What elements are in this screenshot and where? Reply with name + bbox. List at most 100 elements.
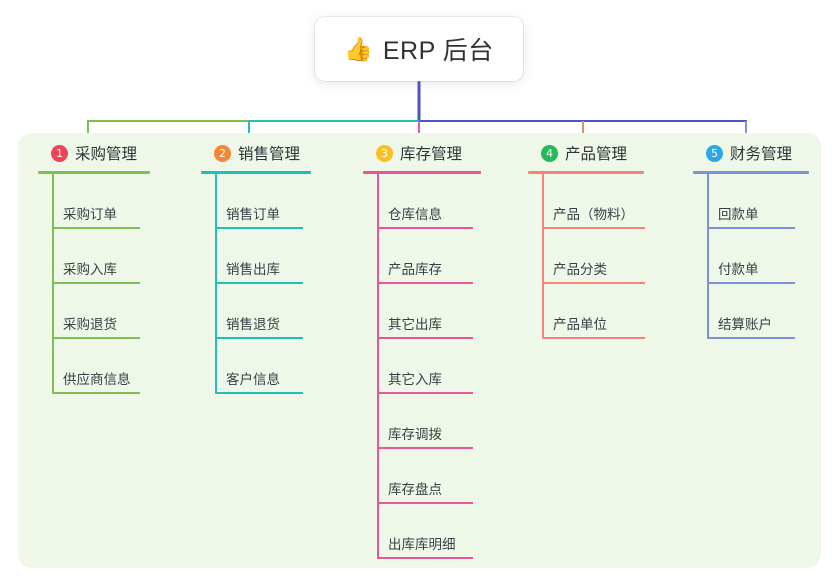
- leaf-node-rule: [377, 557, 473, 559]
- column-2: 2 销售管理销售订单销售出库销售退货客户信息: [196, 140, 311, 394]
- column-title: 产品管理: [565, 146, 628, 163]
- leaf-node-label: 库存调拨: [388, 427, 442, 442]
- column-header-rule: [201, 171, 311, 174]
- leaf-node[interactable]: 付款单: [688, 229, 809, 284]
- leaf-node-label: 销售退货: [226, 317, 280, 332]
- column-header-2[interactable]: 2 销售管理: [196, 140, 311, 166]
- column-header-rule: [528, 171, 644, 174]
- column-items: 销售订单销售出库销售退货客户信息: [196, 174, 311, 394]
- leaf-node-rule: [215, 227, 303, 229]
- leaf-node-rule: [52, 282, 140, 284]
- leaf-node-label: 采购入库: [63, 262, 117, 277]
- leaf-node[interactable]: 其它入库: [358, 339, 481, 394]
- column-spine: [707, 174, 709, 339]
- column-title: 库存管理: [400, 146, 463, 163]
- column-items: 产品（物料） 产品分类产品单位: [523, 174, 645, 339]
- column-spine: [542, 174, 544, 339]
- leaf-node-rule: [542, 227, 645, 229]
- content-panel: [18, 133, 821, 568]
- column-badge-icon: 1: [51, 144, 68, 162]
- leaf-node-rule: [377, 227, 473, 229]
- column-4: 4 产品管理产品（物料） 产品分类产品单位: [523, 140, 645, 339]
- leaf-node-rule: [377, 392, 473, 394]
- leaf-node-label: 付款单: [718, 262, 759, 277]
- leaf-node-rule: [542, 337, 645, 339]
- root-title: ERP 后台: [382, 37, 494, 65]
- leaf-node-rule: [52, 337, 140, 339]
- column-header-rule: [693, 171, 809, 174]
- leaf-node[interactable]: 产品分类: [523, 229, 645, 284]
- leaf-node-rule: [377, 337, 473, 339]
- leaf-node[interactable]: 其它出库: [358, 284, 481, 339]
- column-1: 1 采购管理采购订单采购入库采购退货供应商信息: [33, 140, 150, 394]
- column-badge-icon: 4: [541, 144, 558, 162]
- column-spine: [52, 174, 54, 394]
- leaf-node-rule: [215, 282, 303, 284]
- thumbs-up-icon: 👍: [344, 35, 373, 62]
- column-items: 仓库信息产品库存其它出库其它入库库存调拨库存盘点出库库明细: [358, 174, 481, 559]
- leaf-node-label: 结算账户: [718, 317, 772, 332]
- leaf-node-rule: [707, 337, 795, 339]
- leaf-node[interactable]: 供应商信息: [33, 339, 150, 394]
- leaf-node-label: 销售出库: [226, 262, 280, 277]
- leaf-node[interactable]: 采购订单: [33, 174, 150, 229]
- leaf-node-rule: [707, 227, 795, 229]
- column-header-rule: [38, 171, 150, 174]
- leaf-node[interactable]: 库存调拨: [358, 394, 481, 449]
- leaf-node[interactable]: 出库库明细: [358, 504, 481, 559]
- leaf-node[interactable]: 回款单: [688, 174, 809, 229]
- column-title: 销售管理: [238, 146, 301, 163]
- leaf-node-label: 采购订单: [63, 207, 117, 222]
- column-header-4[interactable]: 4 产品管理: [523, 140, 644, 166]
- column-items: 采购订单采购入库采购退货供应商信息: [33, 174, 150, 394]
- leaf-node-label: 产品单位: [553, 317, 607, 332]
- leaf-node-label: 产品库存: [388, 262, 442, 277]
- leaf-node-label: 回款单: [718, 207, 759, 222]
- leaf-node-label: 产品（物料）: [553, 207, 634, 222]
- leaf-node[interactable]: 采购入库: [33, 229, 150, 284]
- column-header-1[interactable]: 1 采购管理: [33, 140, 150, 166]
- leaf-node[interactable]: 结算账户: [688, 284, 809, 339]
- leaf-node[interactable]: 客户信息: [196, 339, 311, 394]
- leaf-node-label: 其它出库: [388, 317, 442, 332]
- leaf-node-label: 库存盘点: [388, 482, 442, 497]
- leaf-node[interactable]: 产品（物料）: [523, 174, 645, 229]
- leaf-node[interactable]: 销售订单: [196, 174, 311, 229]
- column-badge-icon: 2: [214, 144, 231, 162]
- leaf-node-rule: [377, 502, 473, 504]
- leaf-node-rule: [542, 282, 645, 284]
- leaf-node-rule: [52, 392, 140, 394]
- root-node[interactable]: 👍 ERP 后台: [315, 17, 523, 81]
- leaf-node[interactable]: 产品库存: [358, 229, 481, 284]
- leaf-node[interactable]: 采购退货: [33, 284, 150, 339]
- root-node-content: 👍 ERP 后台: [344, 31, 494, 67]
- leaf-node[interactable]: 库存盘点: [358, 449, 481, 504]
- column-header-rule: [363, 171, 481, 174]
- leaf-node-label: 供应商信息: [63, 372, 131, 387]
- column-5: 5 财务管理回款单付款单结算账户: [688, 140, 809, 339]
- column-items: 回款单付款单结算账户: [688, 174, 809, 339]
- column-spine: [215, 174, 217, 394]
- leaf-node-rule: [215, 392, 303, 394]
- leaf-node-rule: [377, 282, 473, 284]
- leaf-node[interactable]: 产品单位: [523, 284, 645, 339]
- column-badge-icon: 5: [706, 144, 723, 162]
- leaf-node-label: 仓库信息: [388, 207, 442, 222]
- leaf-node-label: 其它入库: [388, 372, 442, 387]
- column-title: 财务管理: [730, 146, 793, 163]
- leaf-node-label: 销售订单: [226, 207, 280, 222]
- leaf-node[interactable]: 销售出库: [196, 229, 311, 284]
- column-title: 采购管理: [75, 146, 138, 163]
- leaf-node-label: 客户信息: [226, 372, 280, 387]
- column-header-5[interactable]: 5 财务管理: [688, 140, 809, 166]
- leaf-node[interactable]: 销售退货: [196, 284, 311, 339]
- leaf-node-label: 产品分类: [553, 262, 607, 277]
- leaf-node[interactable]: 仓库信息: [358, 174, 481, 229]
- leaf-node-rule: [52, 227, 140, 229]
- leaf-node-label: 出库库明细: [388, 537, 456, 552]
- leaf-node-rule: [215, 337, 303, 339]
- leaf-node-label: 采购退货: [63, 317, 117, 332]
